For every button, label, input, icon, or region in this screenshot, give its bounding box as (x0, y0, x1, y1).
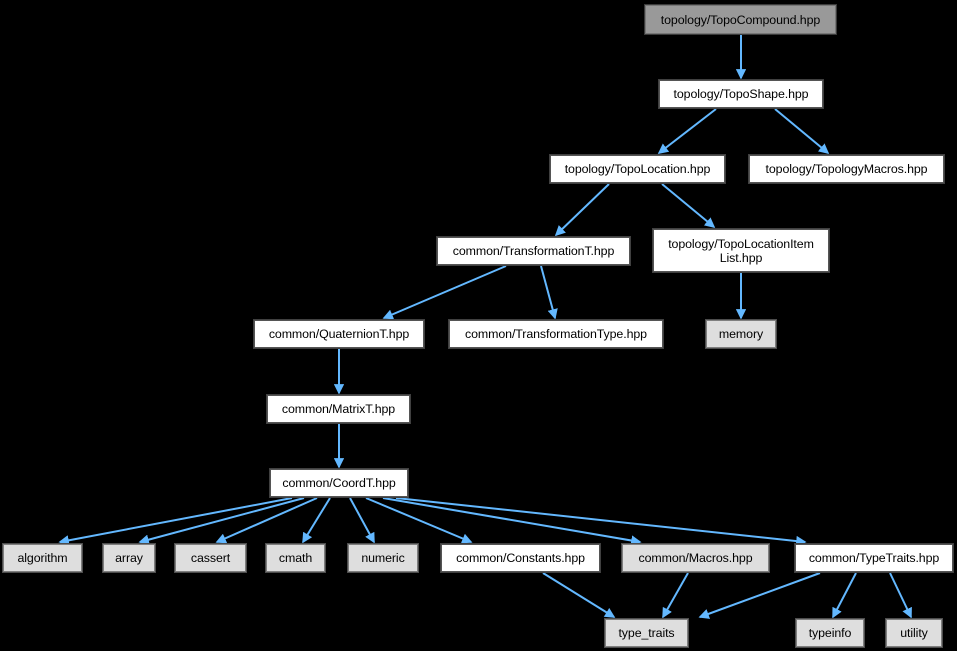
edge-coordt-to-algorithm (58, 497, 293, 546)
edge-constants-to-type_traits (542, 572, 616, 618)
graph-node-memory[interactable]: memory (705, 319, 777, 349)
graph-node-label: topology/TopoCompound.hpp (660, 12, 821, 27)
graph-node-matrixt[interactable]: common/MatrixT.hpp (266, 394, 411, 424)
graph-node-label: common/TypeTraits.hpp (808, 551, 940, 565)
graph-node-label: common/Constants.hpp (456, 551, 585, 565)
graph-node-transformationt[interactable]: common/TransformationT.hpp (436, 236, 631, 266)
graph-node-coordt[interactable]: common/CoordT.hpp (269, 468, 409, 498)
graph-node-label: cassert (190, 551, 231, 565)
graph-node-label: common/TransformationType.hpp (465, 327, 647, 341)
edge-topolocation-to-topolocationitem (661, 183, 716, 228)
graph-node-macros[interactable]: common/Macros.hpp (621, 543, 770, 573)
graph-node-label: topology/TopoShape.hpp (673, 87, 809, 101)
graph-node-label: type_traits (618, 626, 675, 640)
graph-node-label: topology/TopoLocation.hpp (564, 162, 711, 176)
edge-coordt-to-array (138, 497, 305, 545)
graph-node-typetraits[interactable]: common/TypeTraits.hpp (794, 543, 954, 573)
graph-node-typeinfo[interactable]: typeinfo (795, 618, 865, 648)
edge-macros-to-type_traits (662, 572, 689, 619)
graph-node-algorithm[interactable]: algorithm (2, 543, 83, 573)
edge-coordt-to-macros (382, 497, 642, 546)
graph-node-label: numeric (361, 551, 405, 565)
graph-node-constants[interactable]: common/Constants.hpp (440, 543, 601, 573)
graph-node-label: typeinfo (808, 626, 852, 640)
graph-node-type_traits[interactable]: type_traits (604, 618, 689, 648)
graph-node-label: utility (900, 626, 928, 640)
graph-node-topolocation[interactable]: topology/TopoLocation.hpp (549, 154, 726, 184)
graph-node-cmath[interactable]: cmath (265, 543, 326, 573)
graph-node-label: common/TransformationT.hpp (452, 244, 615, 258)
graph-node-toposhape[interactable]: topology/TopoShape.hpp (658, 79, 824, 109)
graph-node-label: cmath (278, 551, 313, 565)
graph-node-label: algorithm (17, 551, 68, 565)
edge-typetraits-to-typeinfo (832, 572, 857, 619)
edge-topolocation-to-transformationt (554, 183, 610, 237)
edge-coordt-to-constants (365, 497, 473, 544)
edge-transformationt-to-transformationtype (540, 265, 558, 320)
graph-node-cassert[interactable]: cassert (174, 543, 247, 573)
graph-node-numeric[interactable]: numeric (347, 543, 419, 573)
edge-coordt-to-cmath (302, 497, 331, 544)
graph-node-label: common/CoordT.hpp (282, 476, 396, 490)
graph-node-quaternion[interactable]: common/QuaternionT.hpp (253, 319, 425, 349)
edge-transformationt-to-quaternion (382, 265, 507, 320)
edge-coordt-to-cassert (215, 497, 318, 544)
graph-node-label: array (115, 551, 143, 565)
graph-node-topocompound[interactable]: topology/TopoCompound.hpp (644, 4, 837, 35)
graph-node-label: common/Macros.hpp (638, 551, 753, 565)
edge-typetraits-to-utility (889, 572, 912, 619)
graph-node-transformationtype[interactable]: common/TransformationType.hpp (448, 319, 664, 349)
edge-coordt-to-numeric (349, 497, 375, 544)
graph-node-label: common/MatrixT.hpp (281, 402, 396, 416)
graph-node-array[interactable]: array (102, 543, 156, 573)
edge-toposhape-to-topologymacros (774, 108, 830, 154)
graph-node-topolocationitem[interactable]: topology/TopoLocationItem List.hpp (652, 228, 830, 273)
edge-toposhape-to-topolocation (657, 108, 717, 154)
graph-node-label: topology/TopologyMacros.hpp (765, 162, 928, 176)
graph-node-label: common/QuaternionT.hpp (268, 327, 410, 341)
graph-node-label: topology/TopoLocationItem List.hpp (668, 236, 814, 265)
edge-typetraits-to-type_traits (698, 572, 821, 619)
edge-coordt-to-typetraits (395, 497, 807, 547)
graph-node-label: memory (718, 327, 764, 341)
graph-node-utility[interactable]: utility (885, 618, 943, 648)
graph-node-topologymacros[interactable]: topology/TopologyMacros.hpp (748, 154, 945, 184)
